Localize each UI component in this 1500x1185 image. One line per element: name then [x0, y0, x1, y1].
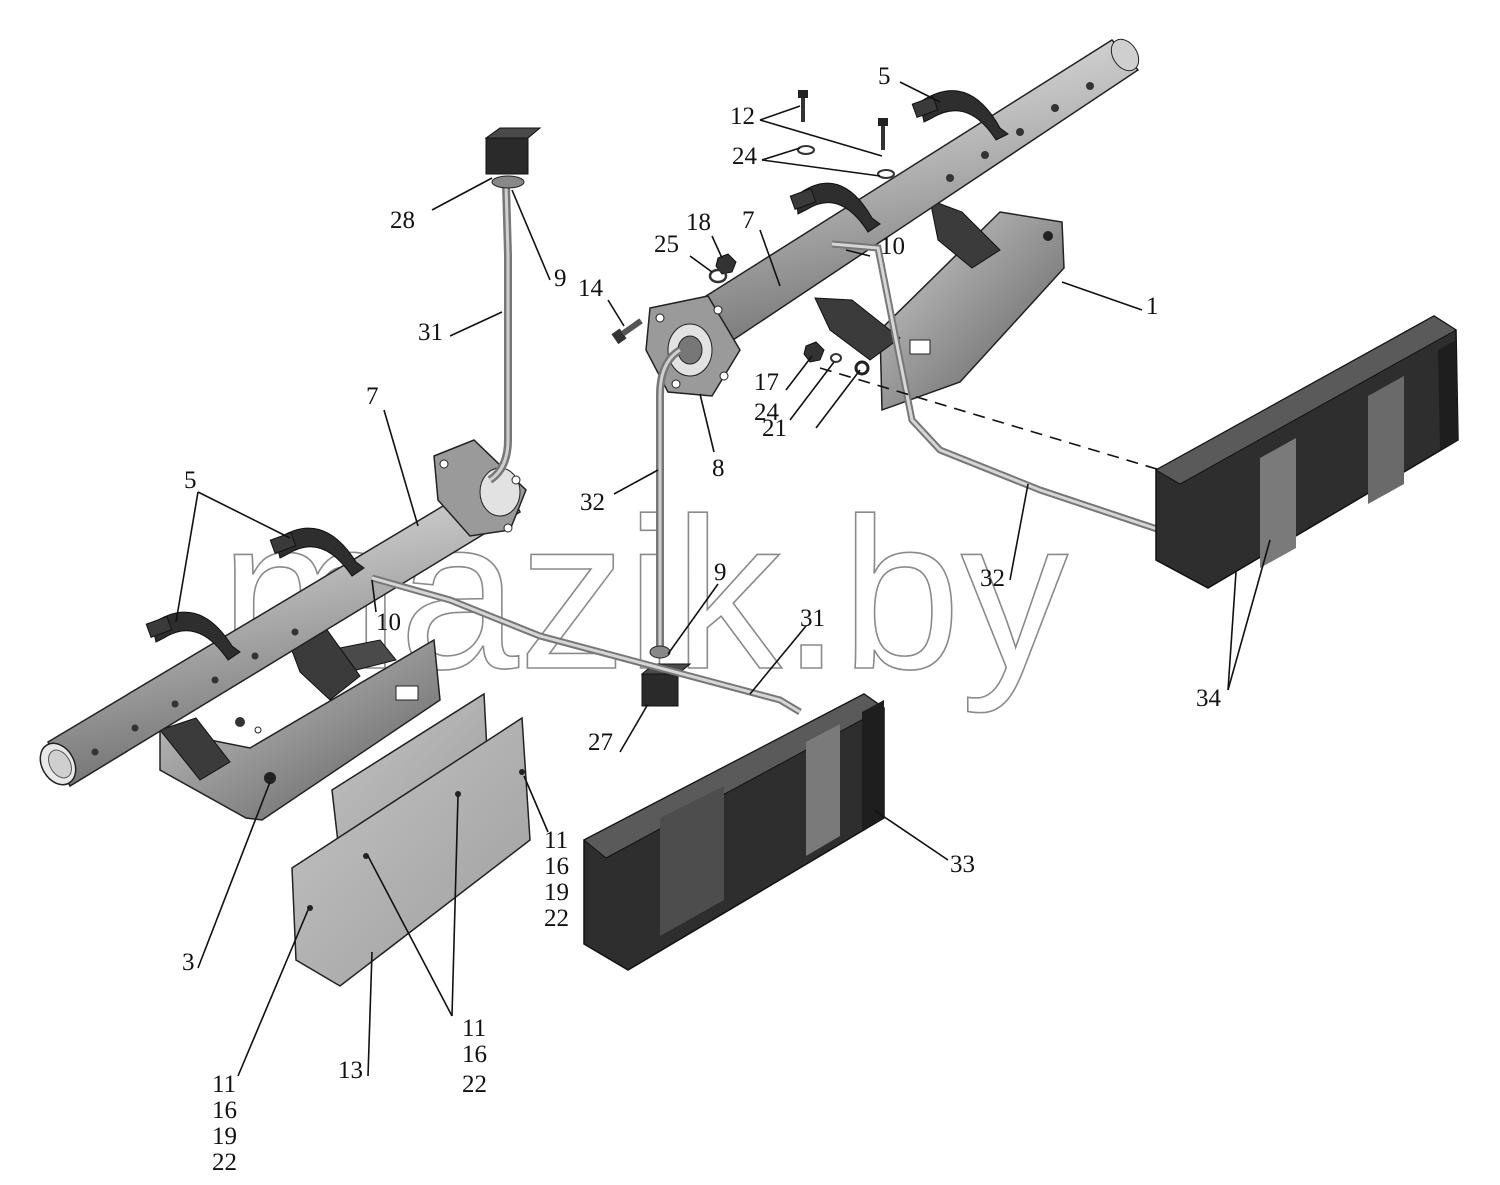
label-10-left: 10 [376, 609, 401, 636]
washer-24-c [830, 353, 842, 363]
label-5-left: 5 [184, 467, 197, 494]
license-plate-13 [291, 716, 531, 987]
left-flange [433, 439, 527, 537]
label-17: 17 [754, 369, 779, 396]
label-10-right: 10 [880, 233, 905, 260]
bolt-12-b [878, 118, 888, 150]
label-7-right: 7 [742, 207, 755, 234]
label-12: 12 [730, 103, 755, 130]
label-33: 33 [950, 851, 975, 878]
label-24-top: 24 [732, 143, 758, 170]
label-13: 13 [338, 1057, 363, 1084]
callout-labels: 5 12 24 28 9 18 25 7 10 14 1 31 17 24 21… [182, 63, 1222, 1176]
bolt-12-a [798, 90, 808, 122]
label-16-b: 16 [462, 1041, 487, 1068]
label-9-lower: 9 [714, 559, 727, 586]
rear-lamp-33 [583, 693, 885, 971]
washer-21 [854, 360, 870, 376]
right-clamp-lower [789, 182, 881, 233]
label-32-left: 32 [580, 489, 605, 516]
label-14: 14 [578, 275, 604, 302]
label-7-left: 7 [366, 383, 379, 410]
label-28: 28 [390, 207, 415, 234]
label-22-b: 22 [462, 1071, 487, 1098]
label-9-upper: 9 [554, 265, 567, 292]
harness-31-upper [484, 127, 542, 484]
label-8: 8 [712, 455, 725, 482]
label-22-a: 22 [544, 905, 569, 932]
label-31-upper: 31 [418, 319, 443, 346]
bolt-14 [611, 318, 643, 345]
label-25: 25 [654, 231, 679, 258]
label-19-c: 19 [212, 1123, 237, 1150]
washer-24-b [877, 169, 895, 179]
label-32-right: 32 [980, 565, 1005, 592]
label-16-c: 16 [212, 1097, 237, 1124]
label-22-c: 22 [212, 1149, 237, 1176]
label-19-a: 19 [544, 879, 569, 906]
label-21: 21 [762, 415, 787, 442]
left-clamp-lower [145, 611, 241, 661]
right-flange [645, 295, 741, 397]
label-1: 1 [1146, 293, 1159, 320]
washer-24-a [797, 145, 815, 155]
label-18: 18 [686, 209, 711, 236]
washer-25 [708, 268, 728, 284]
right-mounting-bracket [814, 199, 1065, 412]
label-11-b: 11 [462, 1015, 486, 1042]
label-31-lower: 31 [800, 605, 825, 632]
label-24-right: 24 [754, 399, 780, 426]
label-11-c: 11 [212, 1071, 236, 1098]
label-34: 34 [1196, 685, 1222, 712]
nut-18 [715, 253, 737, 275]
leader-lines [175, 81, 1271, 1077]
label-3: 3 [182, 949, 195, 976]
alignment-dashed-line [819, 367, 1161, 471]
label-11-a: 11 [544, 827, 568, 854]
rear-lamp-34 [1154, 315, 1459, 589]
nut-17 [803, 341, 825, 363]
harness-31-lower [371, 574, 802, 716]
label-5-top: 5 [878, 63, 891, 90]
label-16-a: 16 [544, 853, 569, 880]
left-tube [39, 470, 521, 788]
right-clamp-upper [911, 90, 1009, 141]
label-27: 27 [588, 729, 613, 756]
